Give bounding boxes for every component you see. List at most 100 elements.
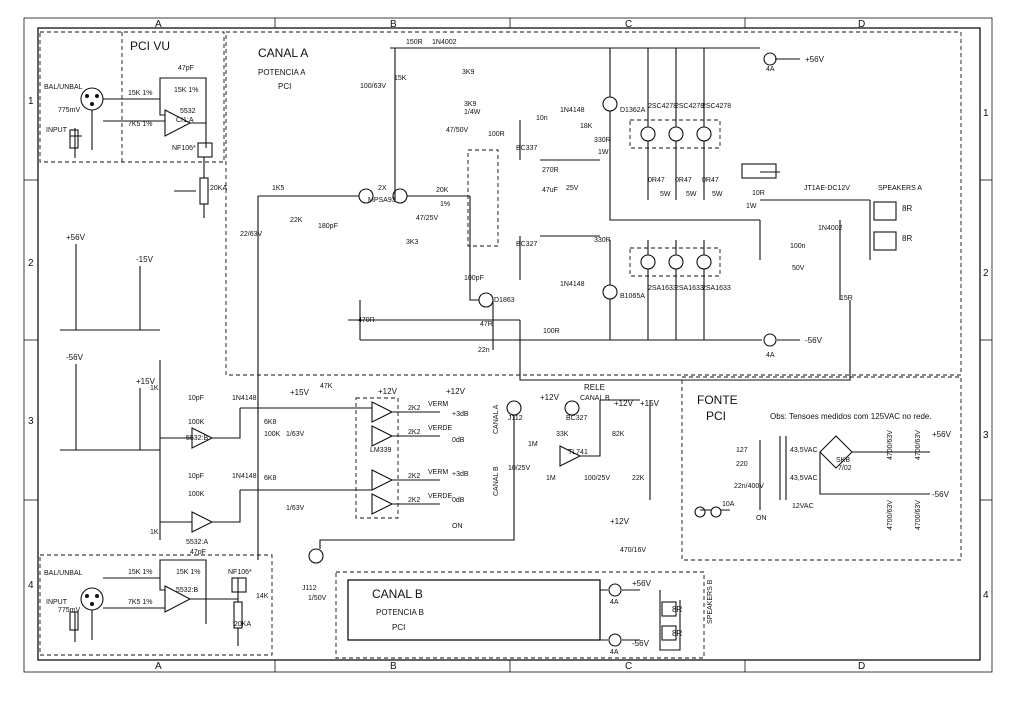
vu-10pf-a: 10pF	[188, 395, 204, 402]
ci1a-label: CI1:A	[176, 117, 194, 124]
vu-0db-2: 0dB	[452, 497, 465, 504]
grid-row-2-right: 2	[983, 268, 989, 279]
r20k-label: 20K	[436, 187, 449, 194]
relay-r1m-b: 1M	[546, 475, 556, 482]
input-a-bal-label: BAL/UNBAL	[44, 84, 83, 91]
r330-a-label: 330R	[594, 137, 611, 144]
w1-a-label: 1W	[598, 149, 609, 156]
vu-on: ON	[452, 523, 463, 530]
grid-row-1-right: 1	[983, 108, 989, 119]
psu-c4700-2: 4700/63V	[915, 430, 922, 460]
pot-20ka-b-label: 20KA	[234, 621, 251, 628]
fonte-pci-title: PCI	[706, 409, 726, 423]
grid-row-4-left: 4	[28, 580, 34, 591]
r3k9b-label: 3K9	[464, 101, 477, 108]
grid-col-a-top: A	[155, 19, 162, 30]
psu-c4700-3: 4700/63V	[887, 500, 894, 530]
relay-r22k: 22K	[632, 475, 645, 482]
vu-100k-b: 100K	[188, 491, 205, 498]
input-b-level: 775mV	[58, 607, 81, 614]
r3k9-label: 3K9	[462, 69, 475, 76]
d1n4002-b-label: 1N4002	[818, 225, 843, 232]
fonte-title: FONTE	[697, 393, 738, 407]
drawing-frame	[37, 27, 981, 661]
d1n4148-a-label: 1N4148	[560, 107, 585, 114]
relay-c10-25: 10/25V	[508, 465, 531, 472]
r15k-b2-label: 15K 1%	[176, 569, 201, 576]
r330-a2-label: 330R	[594, 237, 611, 244]
psu-220: 220	[736, 461, 748, 468]
vu-verm-1: VERM	[428, 401, 448, 408]
rail-neg56-b: -56V	[632, 639, 650, 648]
vu-3db-2: +3dB	[452, 471, 469, 478]
c47p-a-label: 47pF	[178, 65, 194, 72]
pci-a-title: PCI	[278, 82, 291, 91]
r18k-a-label: 18K	[580, 123, 593, 130]
grid-row-3-right: 3	[983, 430, 989, 441]
vu-pos15: +15V	[290, 388, 310, 397]
vu-r6k8-b: 6K8	[264, 475, 277, 482]
c100n-a-label: 100n	[790, 243, 806, 250]
rail-neg15-left: -15V	[136, 255, 154, 264]
input-b-label: INPUT	[46, 599, 68, 606]
canal-b-box	[335, 571, 705, 659]
relay-c470-16: 470/16V	[620, 547, 646, 554]
c47u-a-label: 47uF	[542, 187, 558, 194]
q-2sc-1: 2SC4278	[648, 103, 677, 110]
vu-3db-1: +3dB	[452, 411, 469, 418]
input-a-level: 775mV	[58, 107, 81, 114]
pci-vu-title: PCI VU	[130, 39, 170, 53]
vu-2k2-4: 2K2	[408, 497, 421, 504]
psu-on: ON	[756, 515, 767, 522]
relay-pos12: +12V	[540, 393, 560, 402]
q-d1362a-label: D1362A	[620, 107, 646, 114]
vu-10pf-b: 10pF	[188, 473, 204, 480]
vu-0db-1: 0dB	[452, 437, 465, 444]
nf106-b-label: NF106*	[228, 569, 252, 576]
opamp-5532b	[164, 585, 192, 613]
grid-row-4-right: 4	[983, 590, 989, 601]
r7k5-b1-label: 7K5 1%	[128, 599, 153, 606]
psu-127: 127	[736, 447, 748, 454]
r22k-label: 22K	[290, 217, 303, 224]
vu-verm-2: VERM	[428, 469, 448, 476]
w5-1: 5W	[660, 191, 671, 198]
q-mpsa93-label: MPSA93	[368, 197, 396, 204]
c22n-label: 22n	[478, 347, 490, 354]
relay-c100-25: 100/25V	[584, 475, 610, 482]
r15k-a2-label: 15K 1%	[174, 87, 199, 94]
rele-label: RELE	[584, 383, 605, 392]
r47r-label: 47R	[480, 321, 493, 328]
vu-r1k-a: 1K	[150, 385, 159, 392]
fuse-pos56-a	[763, 52, 777, 66]
r15k-b1-label: 15K 1%	[128, 569, 153, 576]
canal-a-box	[225, 31, 962, 376]
rail-pos56-left: +56V	[66, 233, 86, 242]
nf106-b-part	[231, 577, 247, 593]
psu-43v-b: 43,5VAC	[790, 475, 818, 482]
xlr-connector-a	[80, 87, 104, 111]
r1k5-label: 1K5	[272, 185, 285, 192]
fuse-pos56-a-label: 4A	[766, 66, 775, 73]
psu-pos12: +12V	[610, 517, 630, 526]
vu-100k-c: 100K	[264, 431, 281, 438]
vu-5532a: 5532:A	[186, 539, 209, 546]
w5-3: 5W	[712, 191, 723, 198]
r15r-label: 15R	[840, 295, 853, 302]
c100p-label: 100pF	[464, 275, 484, 282]
vu-1n4148-b: 1N4148	[232, 473, 257, 480]
pci-b-title: PCI	[392, 623, 405, 632]
vu-verde-2: VERDE	[428, 493, 452, 500]
fuse-neg56-b	[608, 633, 622, 647]
fuse-neg56-b-label: 4A	[610, 649, 619, 656]
grid-col-d-top: D	[858, 19, 865, 30]
r150-label: 150R	[406, 39, 423, 46]
w5-2: 5W	[686, 191, 697, 198]
speaker-a-8r-2: 8R	[902, 234, 912, 243]
psu-43v-a: 43,5VAC	[790, 447, 818, 454]
outer-border	[23, 17, 993, 673]
vu-2k2-1: 2K2	[408, 405, 421, 412]
nf106-a-label: NF106*	[172, 145, 196, 152]
grid-row-3-left: 3	[28, 416, 34, 427]
